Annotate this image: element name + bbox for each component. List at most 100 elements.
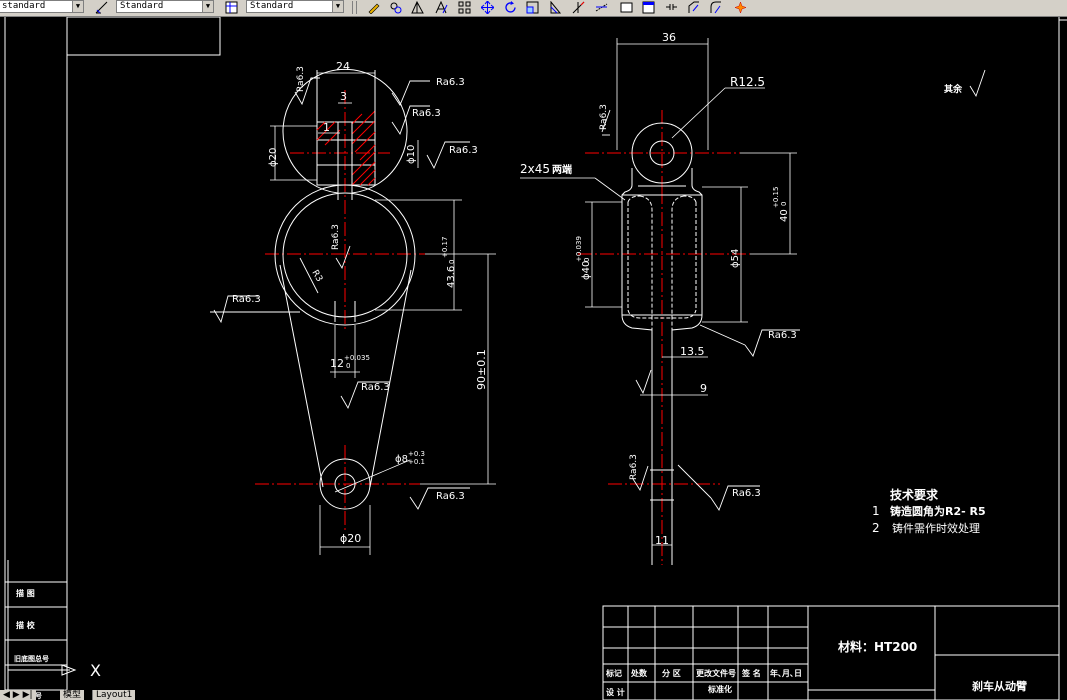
- dim-40-right-tol0: 0: [780, 202, 788, 206]
- tech-title: 技术要求: [890, 487, 939, 502]
- dim-style-select[interactable]: Standard ▼: [116, 0, 214, 13]
- tab-model[interactable]: 模型: [60, 690, 85, 700]
- dim-3: 3: [340, 90, 347, 103]
- sheet-frame: [4, 17, 1067, 700]
- rotate-icon[interactable]: [503, 0, 518, 14]
- layout-tabs: ◀ ▶ ▶| 模型 Layout1: [0, 690, 160, 700]
- dim-phi54: ϕ54: [730, 249, 741, 268]
- dim-40-right: 40: [779, 209, 790, 222]
- dim-24: 24: [336, 60, 350, 73]
- dim-ra-phi10b: Ra6.3: [449, 145, 478, 156]
- dim-1: 1: [323, 121, 330, 134]
- dim-12-tol0: 0: [346, 362, 350, 370]
- tb-header-sign: 签 名: [741, 668, 761, 678]
- tb-header-zone: 分 区: [662, 668, 681, 678]
- dim-ra-bore: Ra6.3: [331, 224, 341, 250]
- chevron-down-icon[interactable]: ▼: [72, 1, 83, 12]
- rectangle-icon[interactable]: [619, 0, 634, 14]
- dim-ra-top-left: Ra6.3: [296, 66, 306, 92]
- dim-phi40: ϕ40: [581, 261, 592, 280]
- dim-ra-side-bot: Ra6.3: [629, 454, 639, 480]
- scale-icon[interactable]: [525, 0, 540, 14]
- dim-ra-24: Ra6.3: [436, 77, 465, 88]
- dim-phi10: ϕ10: [406, 145, 417, 164]
- left-block-label: 旧底图总号: [14, 654, 49, 663]
- dim-9: 9: [700, 382, 707, 395]
- text-style-value: standard: [2, 1, 46, 11]
- left-block-label: 描 校: [16, 620, 36, 630]
- ucs-icon: [7, 560, 77, 690]
- chevron-down-icon[interactable]: ▼: [202, 1, 213, 12]
- hatch-icon[interactable]: [388, 0, 403, 14]
- table-style-select[interactable]: Standard ▼: [246, 0, 344, 13]
- dim-43-6: 43.6: [446, 266, 457, 288]
- dim-90: 90±0.1: [475, 349, 488, 390]
- dim-r12-5: R12.5: [730, 75, 765, 89]
- dim-43-6-tol0: 0: [448, 260, 456, 264]
- toolbar-separator: [356, 1, 357, 14]
- toolbar-separator: [352, 1, 353, 14]
- square-icon[interactable]: [641, 0, 656, 14]
- dim-phi8-tol1: +0.3: [408, 450, 425, 458]
- dim-phi40-tol0: 0: [583, 258, 591, 262]
- break-icon[interactable]: [664, 0, 679, 14]
- tb-material: 材料：HT200: [837, 639, 917, 654]
- dim-12: 12: [330, 357, 344, 370]
- dim-phi8: ϕ8: [395, 454, 408, 465]
- note-other: 其余: [944, 83, 963, 95]
- tech-item1-no: 1: [872, 504, 880, 518]
- dim-ra-bottom: Ra6.3: [436, 491, 465, 502]
- title-block: [602, 605, 1060, 700]
- dim-style-icon[interactable]: [94, 0, 109, 14]
- tech-item1: 铸造圆角为R2- R5: [890, 504, 986, 518]
- dim-ra-right-top: Ra6.3: [599, 104, 609, 130]
- array-icon[interactable]: [457, 0, 472, 14]
- dim-style-value: Standard: [120, 1, 164, 11]
- dim-ra-phi10a: Ra6.3: [412, 108, 441, 119]
- edit-icon[interactable]: [366, 0, 381, 14]
- dim-13-5: 13.5: [680, 345, 705, 358]
- dim-ra-side-bot2: Ra6.3: [732, 488, 761, 499]
- tab-layout1[interactable]: Layout1: [92, 690, 136, 700]
- tb-header-count: 处数: [630, 668, 648, 678]
- left-block-label: 描 图: [16, 588, 35, 598]
- side-view: 36 R12.5 2x45 两端 Ra6.3 13.5 9 Ra6.3 11 其…: [520, 31, 986, 565]
- dim-40-right-tol: +0.15: [772, 187, 780, 208]
- dim-phi40-tol: +0.039: [575, 236, 583, 262]
- tech-item2-no: 2: [872, 521, 880, 535]
- dim-43-6-tol: +0.17: [441, 237, 449, 258]
- tb-standard: 标准化: [707, 684, 732, 694]
- dim-phi20-top: ϕ20: [268, 148, 279, 167]
- ucs-x-label: X: [90, 661, 101, 680]
- pyramid-icon[interactable]: [410, 0, 425, 14]
- dim-phi8-tol2: +0.1: [408, 458, 425, 466]
- table-style-icon[interactable]: [224, 0, 239, 14]
- explode-icon[interactable]: [733, 0, 748, 14]
- table-style-value: Standard: [250, 1, 294, 11]
- tb-header-mark: 标记: [605, 668, 622, 678]
- text-icon[interactable]: [434, 0, 449, 14]
- chevron-down-icon[interactable]: ▼: [332, 1, 343, 12]
- dim-ra-key: Ra6.3: [361, 382, 390, 393]
- dim-12-tol: +0.035: [344, 354, 370, 362]
- fillet-icon[interactable]: [708, 0, 723, 14]
- stretch-icon[interactable]: [548, 0, 563, 14]
- drawing-canvas[interactable]: 描 图 描 校 旧底图总号 底图总号 X: [0, 17, 1067, 700]
- dim-36: 36: [662, 31, 676, 44]
- dim-ra-side: Ra6.3: [768, 330, 797, 341]
- tb-header-date: 年､月､日: [770, 668, 802, 678]
- chamfer-icon[interactable]: [686, 0, 701, 14]
- trim-icon[interactable]: [571, 0, 586, 14]
- tab-nav-arrows[interactable]: ◀ ▶ ▶|: [0, 690, 36, 700]
- front-view: 24 3 1 Ra6.3 Ra6.3 Ra6.3 Ra6.3 Ra6.3 Ra6…: [210, 60, 496, 555]
- extend-icon[interactable]: [594, 0, 609, 14]
- tech-item2: 铸件需作时效处理: [892, 521, 980, 535]
- move-icon[interactable]: [480, 0, 495, 14]
- dim-11: 11: [655, 534, 669, 547]
- dim-chamfer-note: 两端: [552, 163, 572, 176]
- dim-ra-left: Ra6.3: [232, 294, 261, 305]
- left-block: [5, 581, 67, 691]
- text-style-select[interactable]: standard ▼: [0, 0, 84, 13]
- dim-phi20-bot: ϕ20: [340, 532, 361, 545]
- dim-chamfer: 2x45: [520, 162, 550, 176]
